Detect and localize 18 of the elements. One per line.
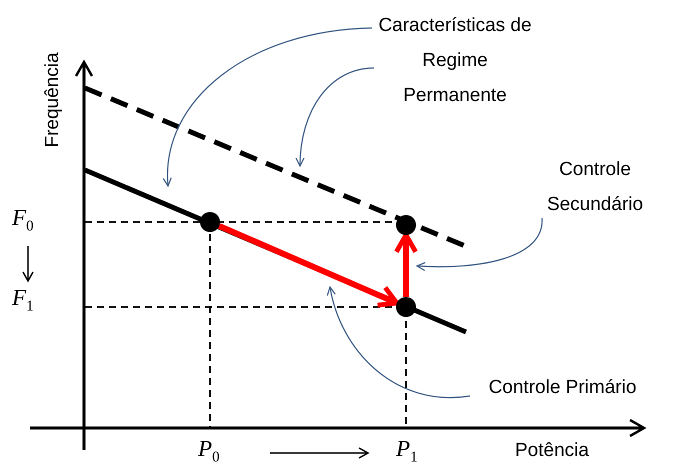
arrow	[218, 223, 400, 308]
leader-line	[327, 286, 470, 398]
axis-value-label: F$_{0}$	[12, 205, 34, 236]
operating-point-dot	[396, 215, 416, 235]
operating-point-dot	[200, 212, 220, 232]
operating-point-dot	[396, 297, 416, 317]
callout-text: Características de Regime Permanente	[374, 8, 536, 113]
axis-value-label: P$_{0}$	[198, 436, 220, 467]
leader-line	[296, 67, 374, 167]
axis-value-label: F$_{1}$	[12, 285, 34, 316]
arrow	[394, 232, 418, 297]
callout-text: Controle Primário	[470, 370, 655, 405]
callout-text: Controle Secundário	[530, 152, 660, 222]
axis-title: Frequência	[42, 52, 64, 148]
leader-line	[163, 27, 372, 187]
axis-title: Potência	[515, 440, 589, 462]
axis-value-label: P$_{1}$	[396, 436, 418, 467]
leader-line	[416, 218, 543, 271]
